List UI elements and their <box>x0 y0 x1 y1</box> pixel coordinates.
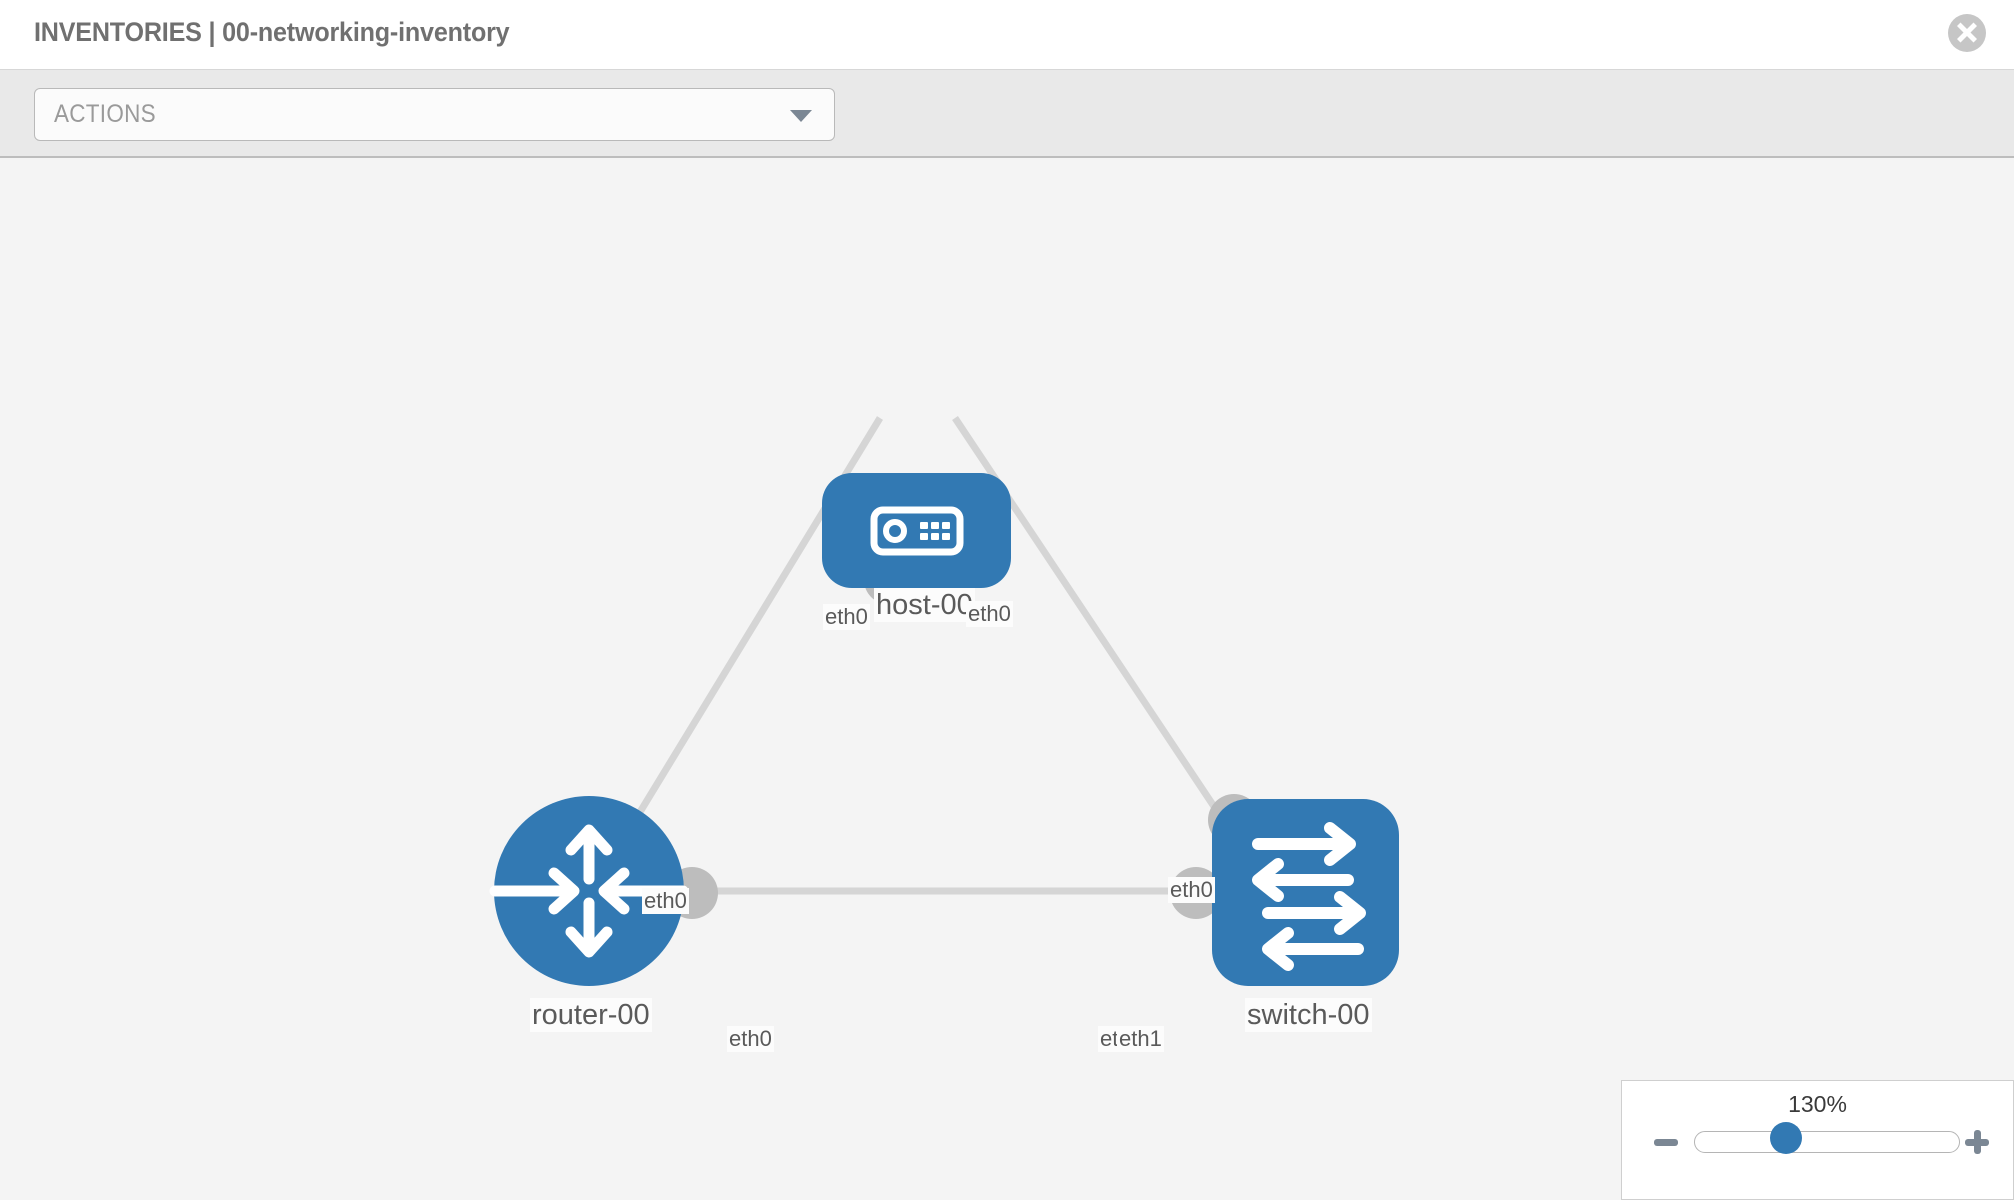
interface-label-switch00-eth1: eth1 <box>1117 1026 1164 1052</box>
node-router-00-shape <box>494 796 684 986</box>
zoom-percent-label: 130% <box>1788 1091 1847 1117</box>
zoom-out-button[interactable] <box>1652 1128 1680 1156</box>
interface-label-router00-eth0: eth0 <box>727 1026 774 1052</box>
node-label-switch-00: switch-00 <box>1245 998 1372 1032</box>
node-router-00[interactable] <box>489 796 689 986</box>
zoom-slider-thumb[interactable] <box>1770 1122 1802 1154</box>
close-button[interactable] <box>1948 14 1986 52</box>
minus-icon <box>1654 1139 1678 1146</box>
topology-canvas[interactable]: host-00 router-00 switch-00 eth0 eth0 et… <box>0 158 2014 1200</box>
node-switch-00-shape <box>1212 799 1399 986</box>
node-host-00-shape <box>822 473 1011 588</box>
node-host-00[interactable] <box>822 473 1011 588</box>
interface-label-router00-eth0-uplink: eth0 <box>642 888 689 914</box>
interface-label-host00-eth0-right: eth0 <box>966 601 1013 627</box>
chevron-down-icon <box>790 109 812 122</box>
close-icon <box>1957 22 1977 43</box>
interface-label-host00-eth0-left: eth0 <box>823 604 870 630</box>
node-label-router-00: router-00 <box>530 998 652 1032</box>
switch-arrows-icon <box>1252 822 1366 971</box>
zoom-in-button[interactable] <box>1963 1128 1991 1156</box>
zoom-control-panel: 130% <box>1621 1080 2014 1200</box>
node-label-host-00: host-00 <box>874 588 975 622</box>
toolbar: ACTIONS SEARCH <box>0 70 2014 211</box>
server-icon <box>870 506 964 556</box>
page-header: INVENTORIES | 00-networking-inventory <box>0 0 2014 70</box>
zoom-slider-track[interactable] <box>1694 1131 1960 1153</box>
page-title: INVENTORIES | 00-networking-inventory <box>34 17 510 47</box>
actions-dropdown[interactable]: ACTIONS <box>34 88 835 141</box>
topology-graph <box>489 416 1399 986</box>
interface-label-switch00-eth0-uplink: eth0 <box>1168 877 1215 903</box>
plus-icon <box>1965 1130 1989 1154</box>
node-switch-00[interactable] <box>1212 799 1399 986</box>
actions-dropdown-label: ACTIONS <box>54 100 156 128</box>
